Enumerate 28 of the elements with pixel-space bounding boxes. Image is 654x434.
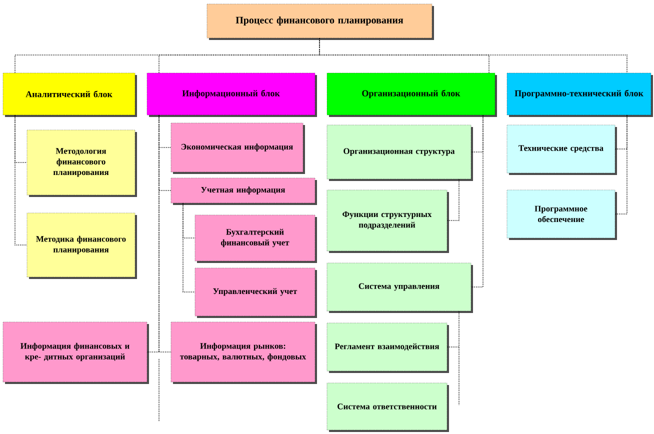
item-box: Система управления — [326, 262, 473, 313]
item-box: Бухгалтерский финансовый учет — [194, 214, 317, 263]
item-box: Информация рынков: товарных, валютных, фондовых — [170, 322, 317, 384]
item-box: Учетная информация — [170, 178, 317, 205]
item-box: Методика финансового планирования — [26, 212, 137, 279]
item-box: Программное обеспечение — [506, 190, 617, 240]
category-box: Информационный блок — [146, 72, 317, 117]
connector-line — [182, 202, 196, 292]
item-box: Информация финансовых и кре- дитных организаций — [2, 322, 149, 384]
item-box: Управленческий учет — [194, 268, 317, 318]
item-box: Система ответственности — [326, 382, 449, 432]
item-box: Экономическая информация — [170, 122, 305, 174]
connector-line — [470, 114, 484, 288]
title-box: Процесс финансового планирования — [206, 4, 434, 40]
connector-line — [446, 178, 460, 221]
item-box: Функции структурных подразделений — [326, 190, 449, 253]
connector-line — [14, 114, 28, 246]
item-box: Методология финансового планирования — [26, 130, 137, 197]
connector-line — [446, 310, 460, 348]
connector-line — [614, 114, 628, 214]
connector-line — [146, 114, 160, 352]
connector-line — [319, 38, 628, 74]
category-box: Программно-технический блок — [506, 72, 653, 117]
item-box: Регламент взаимодействия — [326, 322, 449, 373]
category-box: Организационный блок — [326, 72, 497, 117]
category-box: Аналитический блок — [2, 72, 137, 117]
item-box: Организационная структура — [326, 124, 473, 181]
item-box: Технические средства — [506, 124, 617, 175]
